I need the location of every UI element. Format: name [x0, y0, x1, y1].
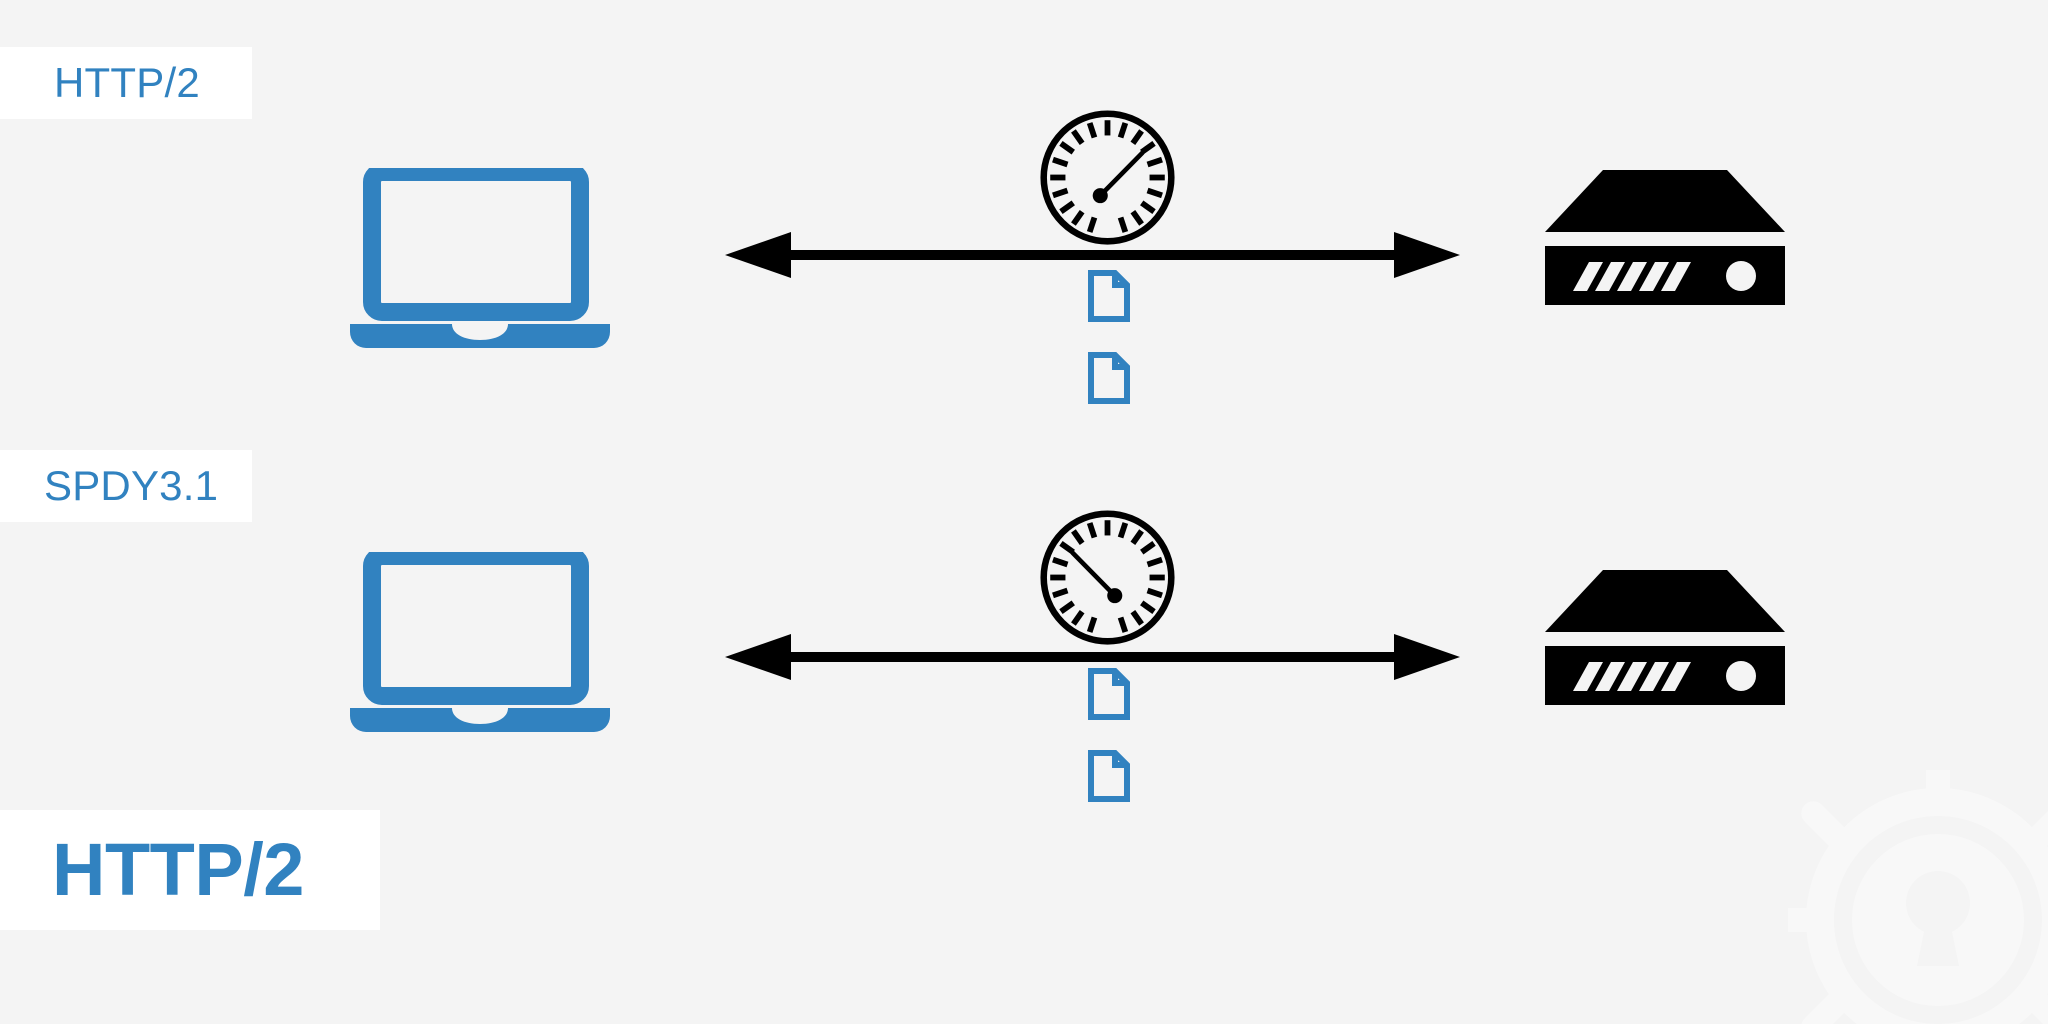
document-icon-row2-2 [1088, 750, 1130, 802]
document-icon-row1-1 [1088, 270, 1130, 322]
speedometer-icon-row2 [1035, 505, 1180, 650]
server-icon-row1 [1545, 170, 1785, 305]
slide-title-band: HTTP/2 [0, 810, 380, 930]
double-arrow-icon-row1 [725, 228, 1460, 282]
page-title: HTTP/2 [52, 828, 304, 911]
laptop-icon-row2 [340, 547, 620, 732]
double-arrow-icon-row2 [725, 630, 1460, 684]
protocol-label-band-spdy31: SPDY3.1 [0, 450, 252, 522]
document-icon-row2-1 [1088, 668, 1130, 720]
protocol-label-spdy31: SPDY3.1 [44, 462, 219, 509]
protocol-label-http2: HTTP/2 [54, 59, 200, 106]
speedometer-icon-row1 [1035, 105, 1180, 250]
keyhole-lock-icon-watermark [1774, 756, 2048, 1024]
server-icon-row2 [1545, 570, 1785, 705]
protocol-label-band-http2: HTTP/2 [0, 47, 252, 119]
laptop-icon-row1 [340, 163, 620, 348]
document-icon-row1-2 [1088, 352, 1130, 404]
